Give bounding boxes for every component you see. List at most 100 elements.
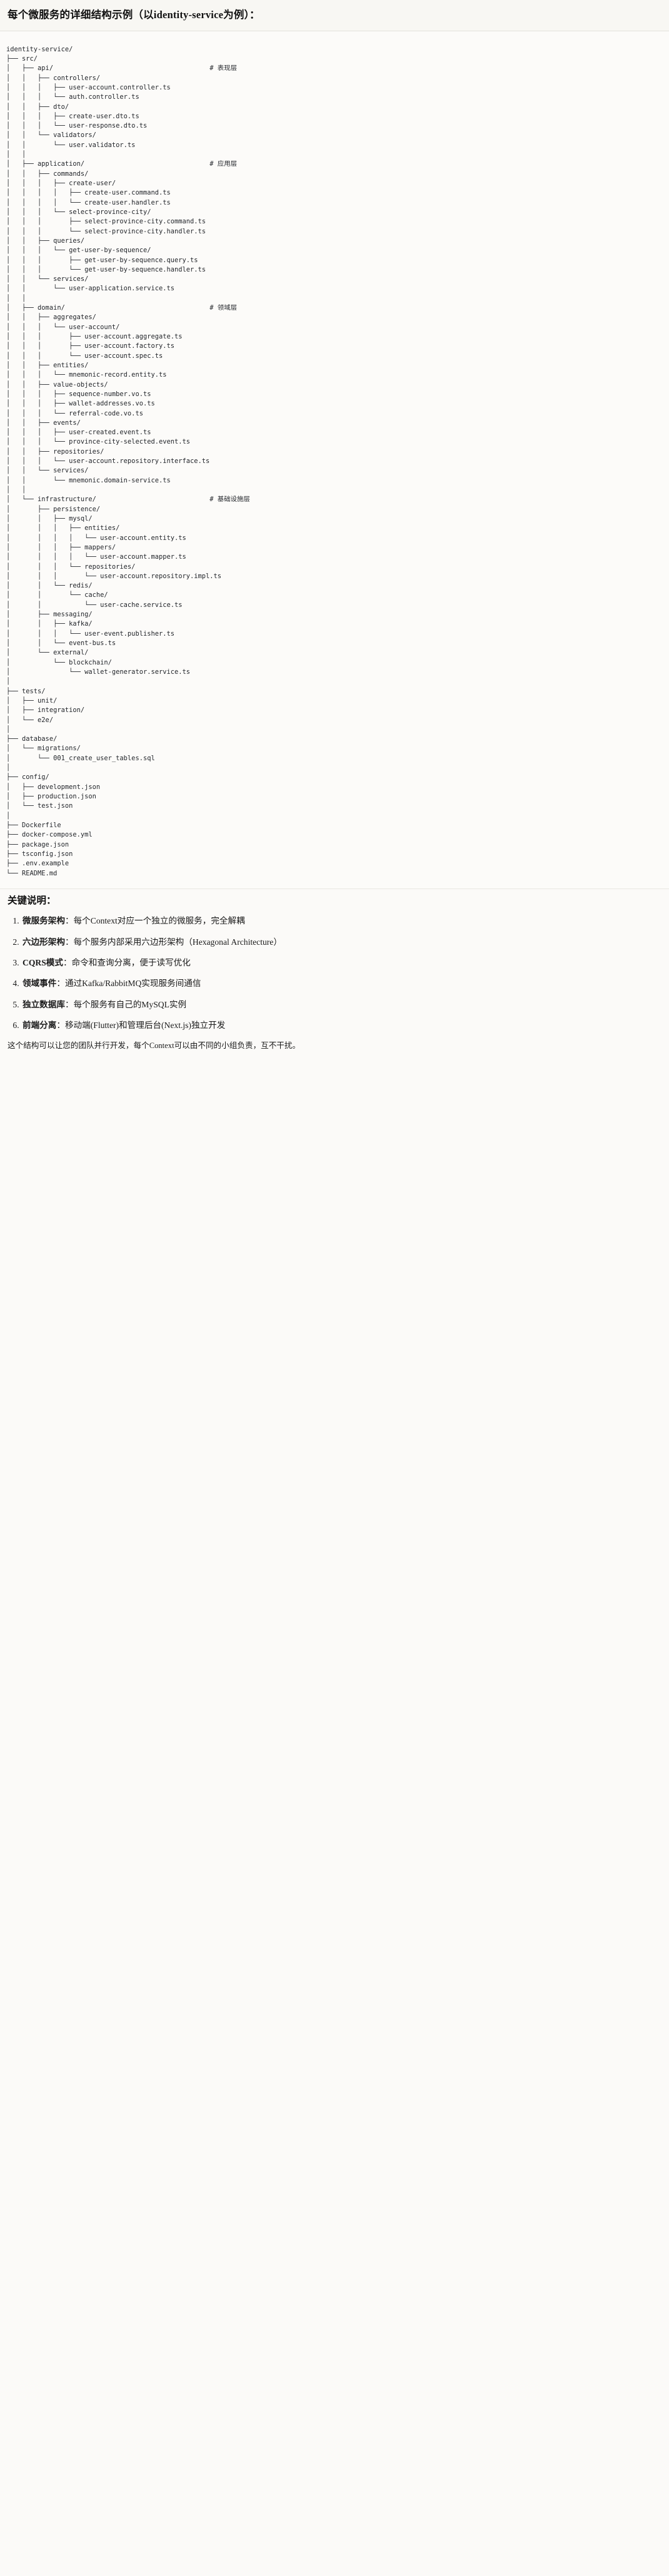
tree-line: │ │ │ └── get-user-by-sequence/ bbox=[6, 247, 151, 255]
tree-line: │ │ └── services/ bbox=[6, 275, 89, 283]
tree-line: │ │ │ └── get-user-by-sequence.handler.t… bbox=[6, 265, 206, 273]
tree-line: │ │ └── mnemonic.domain-service.ts bbox=[6, 476, 171, 484]
tree-line: │ │ └── services/ bbox=[6, 467, 89, 475]
key-note-separator: ： bbox=[64, 916, 74, 926]
key-note-item: 前端分离：移动端(Flutter)和管理后台(Next.js)独立开发 bbox=[21, 1020, 661, 1031]
tree-line: │ ├── unit/ bbox=[6, 696, 58, 705]
key-note-term: 微服务架构 bbox=[23, 916, 65, 926]
tree-line: │ │ │ └── select-province-city.handler.t… bbox=[6, 227, 206, 235]
tree-line: │ └── wallet-generator.service.ts bbox=[6, 668, 191, 676]
tree-line: │ │ │ ├── entities/ bbox=[6, 524, 120, 532]
tree-line: │ │ │ ├── create-user.dto.ts bbox=[6, 112, 139, 120]
tree-line: │ │ ├── repositories/ bbox=[6, 447, 104, 456]
tree-line: │ │ ├── commands/ bbox=[6, 170, 89, 178]
tree-line: │ │ └── cache/ bbox=[6, 591, 108, 599]
key-note-description: 移动端(Flutter)和管理后台(Next.js)独立开发 bbox=[64, 1021, 226, 1031]
tree-line: │ │ │ ├── create-user/ bbox=[6, 180, 116, 187]
tree-line: │ │ │ └── user-event.publisher.ts bbox=[6, 629, 174, 638]
tree-line: │ │ ├── queries/ bbox=[6, 237, 85, 245]
key-note-item: 微服务架构：每个Context对应一个独立的微服务，完全解耦 bbox=[21, 915, 661, 927]
tree-line: │ │ └── user-application.service.ts bbox=[6, 285, 174, 293]
tree-line: │ ├── integration/ bbox=[6, 706, 85, 715]
key-note-separator: ： bbox=[63, 958, 72, 968]
key-note-item: 领域事件：通过Kafka/RabbitMQ实现服务间通信 bbox=[21, 978, 661, 989]
directory-tree-block: identity-service/ ├── src/ │ ├── api/ # … bbox=[0, 31, 669, 888]
tree-line: │ └── infrastructure/ # 基础设施层 bbox=[6, 496, 250, 503]
tree-line: identity-service/ bbox=[6, 45, 73, 53]
key-note-item: 独立数据库：每个服务有自己的MySQL实例 bbox=[21, 999, 661, 1011]
tree-line: │ ├── persistence/ bbox=[6, 505, 101, 513]
tree-line: │ bbox=[6, 812, 11, 820]
tree-line: │ │ └── event-bus.ts bbox=[6, 639, 116, 647]
tree-layer-comment: # 应用层 bbox=[209, 160, 237, 168]
tree-line: │ ├── messaging/ bbox=[6, 611, 93, 619]
tree-line: │ ├── api/ # 表现层 bbox=[6, 64, 237, 72]
tree-line: │ ├── application/ # 应用层 bbox=[6, 160, 237, 168]
tree-line: │ │ ├── entities/ bbox=[6, 361, 89, 369]
tree-node-label: │ ├── application/ bbox=[6, 160, 210, 168]
tree-line: │ bbox=[6, 678, 11, 686]
tree-line: │ │ └── user-cache.service.ts bbox=[6, 601, 183, 609]
tree-line: │ │ │ └── user-account.spec.ts bbox=[6, 352, 163, 360]
tree-line: │ │ │ └── referral-code.vo.ts bbox=[6, 409, 143, 417]
key-note-separator: ： bbox=[56, 1021, 65, 1031]
tree-line: │ │ │ └── repositories/ bbox=[6, 563, 136, 571]
tree-line: │ │ │ └── user-account.repository.interf… bbox=[6, 457, 210, 466]
tree-line: │ │ │ └── province-city-selected.event.t… bbox=[6, 438, 191, 446]
tree-node-label: │ ├── domain/ bbox=[6, 304, 210, 312]
tree-line: │ ├── development.json bbox=[6, 783, 101, 791]
tree-line: │ │ bbox=[6, 486, 26, 494]
tree-line: │ │ │ ├── sequence-number.vo.ts bbox=[6, 390, 151, 398]
key-note-term: 前端分离 bbox=[23, 1021, 57, 1031]
tree-line: │ └── migrations/ bbox=[6, 745, 81, 753]
closing-paragraph: 这个结构可以让您的团队并行开发，每个Context可以由不同的小组负责，互不干扰… bbox=[8, 1041, 301, 1051]
tree-line: │ └── external/ bbox=[6, 649, 89, 657]
tree-line: │ │ │ ├── wallet-addresses.vo.ts bbox=[6, 400, 155, 408]
key-note-description: 命令和查询分离，便于读写优化 bbox=[71, 958, 191, 968]
key-note-term: CQRS模式 bbox=[23, 958, 63, 968]
tree-line: ├── tsconfig.json bbox=[6, 850, 73, 858]
key-note-separator: ： bbox=[56, 979, 65, 989]
tree-line: ├── package.json bbox=[6, 840, 69, 848]
tree-line: │ │ ├── controllers/ bbox=[6, 74, 101, 82]
tree-line: │ │ │ ├── user-account.aggregate.ts bbox=[6, 333, 183, 340]
tree-line: │ │ │ └── select-province-city/ bbox=[6, 208, 151, 216]
tree-line: │ │ │ └── user-account/ bbox=[6, 323, 120, 331]
tree-line: ├── .env.example bbox=[6, 860, 69, 868]
tree-line: │ │ │ ├── user-account.factory.ts bbox=[6, 342, 174, 350]
tree-line: │ bbox=[6, 764, 11, 772]
key-note-separator: ： bbox=[64, 999, 74, 1009]
key-note-description: 通过Kafka/RabbitMQ实现服务间通信 bbox=[64, 979, 201, 989]
key-notes-list: 微服务架构：每个Context对应一个独立的微服务，完全解耦六边形架构：每个服务… bbox=[8, 915, 661, 1031]
key-note-term: 六边形架构 bbox=[23, 937, 65, 947]
tree-line: │ │ ├── dto/ bbox=[6, 103, 69, 111]
tree-node-label: │ ├── api/ bbox=[6, 64, 210, 73]
tree-line: │ │ bbox=[6, 151, 26, 159]
tree-line: │ │ │ │ ├── create-user.command.ts bbox=[6, 189, 171, 197]
tree-line: ├── src/ bbox=[6, 54, 38, 63]
tree-line: │ │ ├── aggregates/ bbox=[6, 313, 96, 322]
tree-node-label: │ └── infrastructure/ bbox=[6, 496, 210, 504]
tree-line: │ │ │ │ └── create-user.handler.ts bbox=[6, 198, 171, 206]
tree-line: │ │ │ ├── get-user-by-sequence.query.ts bbox=[6, 256, 198, 264]
tree-line: │ │ ├── value-objects/ bbox=[6, 380, 108, 389]
tree-line: │ │ │ └── mnemonic-record.entity.ts bbox=[6, 371, 167, 379]
key-note-item: 六边形架构：每个服务内部采用六边形架构（Hexagonal Architectu… bbox=[21, 937, 661, 948]
tree-line: │ └── 001_create_user_tables.sql bbox=[6, 754, 155, 762]
key-note-term: 领域事件 bbox=[23, 979, 57, 989]
tree-line: │ │ │ │ └── user-account.mapper.ts bbox=[6, 553, 186, 561]
tree-line: │ │ │ ├── user-created.event.ts bbox=[6, 429, 151, 437]
tree-line: │ │ ├── kafka/ bbox=[6, 620, 93, 628]
tree-line: │ └── blockchain/ bbox=[6, 658, 112, 666]
tree-line: │ │ └── redis/ bbox=[6, 582, 93, 590]
tree-line: │ │ └── validators/ bbox=[6, 131, 96, 140]
tree-line: │ └── e2e/ bbox=[6, 716, 54, 724]
tree-line: │ ├── domain/ # 领域层 bbox=[6, 304, 237, 312]
tree-line: ├── database/ bbox=[6, 735, 58, 743]
key-note-description: 每个服务有自己的MySQL实例 bbox=[73, 999, 187, 1009]
key-notes-title: 关键说明： bbox=[8, 895, 56, 906]
tree-line: │ bbox=[6, 725, 11, 733]
document-page: 每个微服务的详细结构示例（以identity-service为例）： ident… bbox=[0, 0, 669, 1056]
tree-line: ├── Dockerfile bbox=[6, 821, 61, 829]
tree-layer-comment: # 领域层 bbox=[209, 304, 237, 312]
